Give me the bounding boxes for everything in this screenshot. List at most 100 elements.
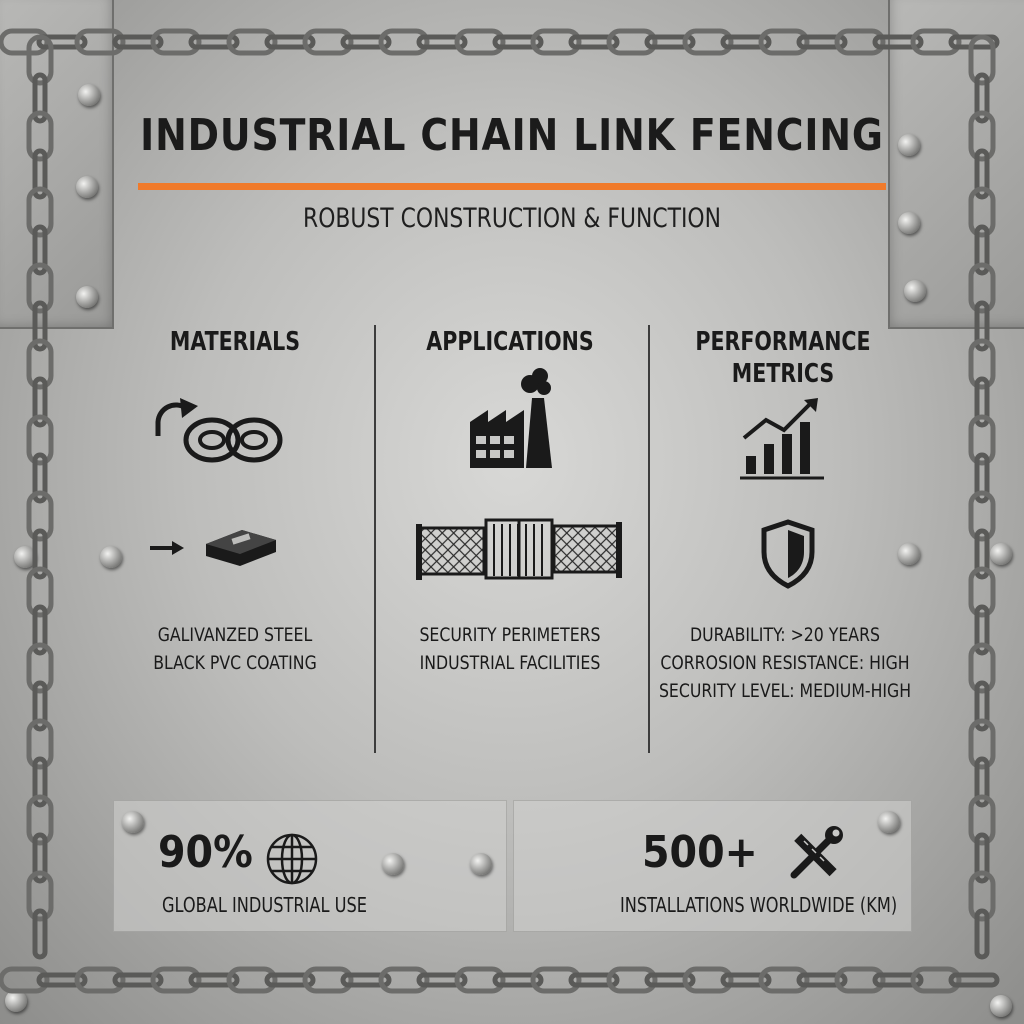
chain-link [834, 28, 886, 56]
tools-icon [790, 826, 843, 879]
shield-icon [761, 519, 815, 589]
chain-link [36, 34, 88, 50]
stat-value: 90% [158, 827, 253, 878]
performance-line: SECURITY LEVEL: MEDIUM-HIGH [658, 680, 912, 702]
globe-icon [266, 833, 318, 885]
chain-link [26, 186, 54, 238]
chain-link [340, 972, 392, 988]
chain-link [26, 34, 54, 86]
corner-plate-top-right [888, 0, 1024, 329]
chain-link [968, 642, 996, 694]
chain-link [758, 966, 810, 994]
chain-link [416, 34, 468, 50]
chain-link [974, 452, 990, 504]
applications-line: SECURITY PERIMETERS [419, 624, 601, 646]
rivet [14, 546, 36, 568]
chain-link [606, 966, 658, 994]
chain-link [26, 262, 54, 314]
chain-link [112, 972, 164, 988]
chain-link [0, 966, 50, 994]
chain-link [32, 72, 48, 124]
chain-link [910, 28, 962, 56]
rivet [76, 286, 98, 308]
chain-link [32, 452, 48, 504]
rivet [78, 84, 100, 106]
chain-link [74, 966, 126, 994]
fence-gate-icon [416, 518, 622, 580]
stat-value: 500+ [642, 827, 758, 878]
chain-link [968, 414, 996, 466]
chain-link [568, 972, 620, 988]
chain-link [492, 34, 544, 50]
chain-link [74, 28, 126, 56]
chain-link [32, 604, 48, 656]
chain-link [26, 490, 54, 542]
materials-line: BLACK PVC COATING [153, 652, 317, 674]
chain-link [264, 972, 316, 988]
chain-link [872, 972, 924, 988]
rivet [878, 811, 900, 833]
rivet [382, 853, 404, 875]
chain-link [968, 186, 996, 238]
chain-link [720, 34, 772, 50]
chain-link [796, 972, 848, 988]
chain-link [974, 680, 990, 732]
chain-link [968, 262, 996, 314]
rivet [76, 176, 98, 198]
growth-chart-icon [740, 398, 824, 480]
rivet [990, 995, 1012, 1017]
performance-heading: PERFORMANCE [695, 327, 871, 357]
chain-link [26, 110, 54, 162]
chain-link [530, 966, 582, 994]
chain-link [32, 224, 48, 276]
stat-panel: 500+ INSTALLATIONS WORLDWIDE (KM) [513, 800, 912, 932]
performance-line: DURABILITY: >20 YEARS [690, 624, 880, 646]
materials-heading: MATERIALS [169, 327, 301, 357]
chain-link [26, 794, 54, 846]
rivet [904, 280, 926, 302]
performance-line: CORROSION RESISTANCE: HIGH [660, 652, 910, 674]
rivet [898, 543, 920, 565]
chain-link [796, 34, 848, 50]
chain-link [32, 528, 48, 580]
chain-link [974, 528, 990, 580]
rivet [990, 543, 1012, 565]
steel-bar-icon [150, 530, 276, 566]
chain-link [26, 566, 54, 618]
chain-link [872, 34, 924, 50]
chain-link [26, 870, 54, 922]
chain-link [226, 966, 278, 994]
chain-link [968, 34, 996, 86]
chain-link [264, 34, 316, 50]
rivet [898, 212, 920, 234]
page-subtitle: ROBUST CONSTRUCTION & FUNCTION [303, 203, 721, 234]
chain-link-icon [155, 398, 283, 463]
chain-link [974, 376, 990, 428]
chain-link [974, 756, 990, 808]
chain-link [644, 972, 696, 988]
page-title: INDUSTRIAL CHAIN LINK FENCING [140, 110, 884, 161]
chain-link [32, 376, 48, 428]
chain-link [150, 966, 202, 994]
chain-link [974, 908, 990, 960]
chain-link [26, 718, 54, 770]
chain-link [492, 972, 544, 988]
chain-link [968, 110, 996, 162]
chain-link [758, 28, 810, 56]
accent-rule [138, 183, 886, 190]
chain-link [974, 148, 990, 200]
chain-link [32, 908, 48, 960]
chain-link [302, 966, 354, 994]
chain-link [340, 34, 392, 50]
chain-link [32, 680, 48, 732]
rivet [122, 811, 144, 833]
chain-link [378, 966, 430, 994]
chain-link [454, 966, 506, 994]
chain-link [378, 28, 430, 56]
chain-link [26, 414, 54, 466]
chain-link [974, 832, 990, 884]
chain-link [188, 972, 240, 988]
chain-link [968, 338, 996, 390]
